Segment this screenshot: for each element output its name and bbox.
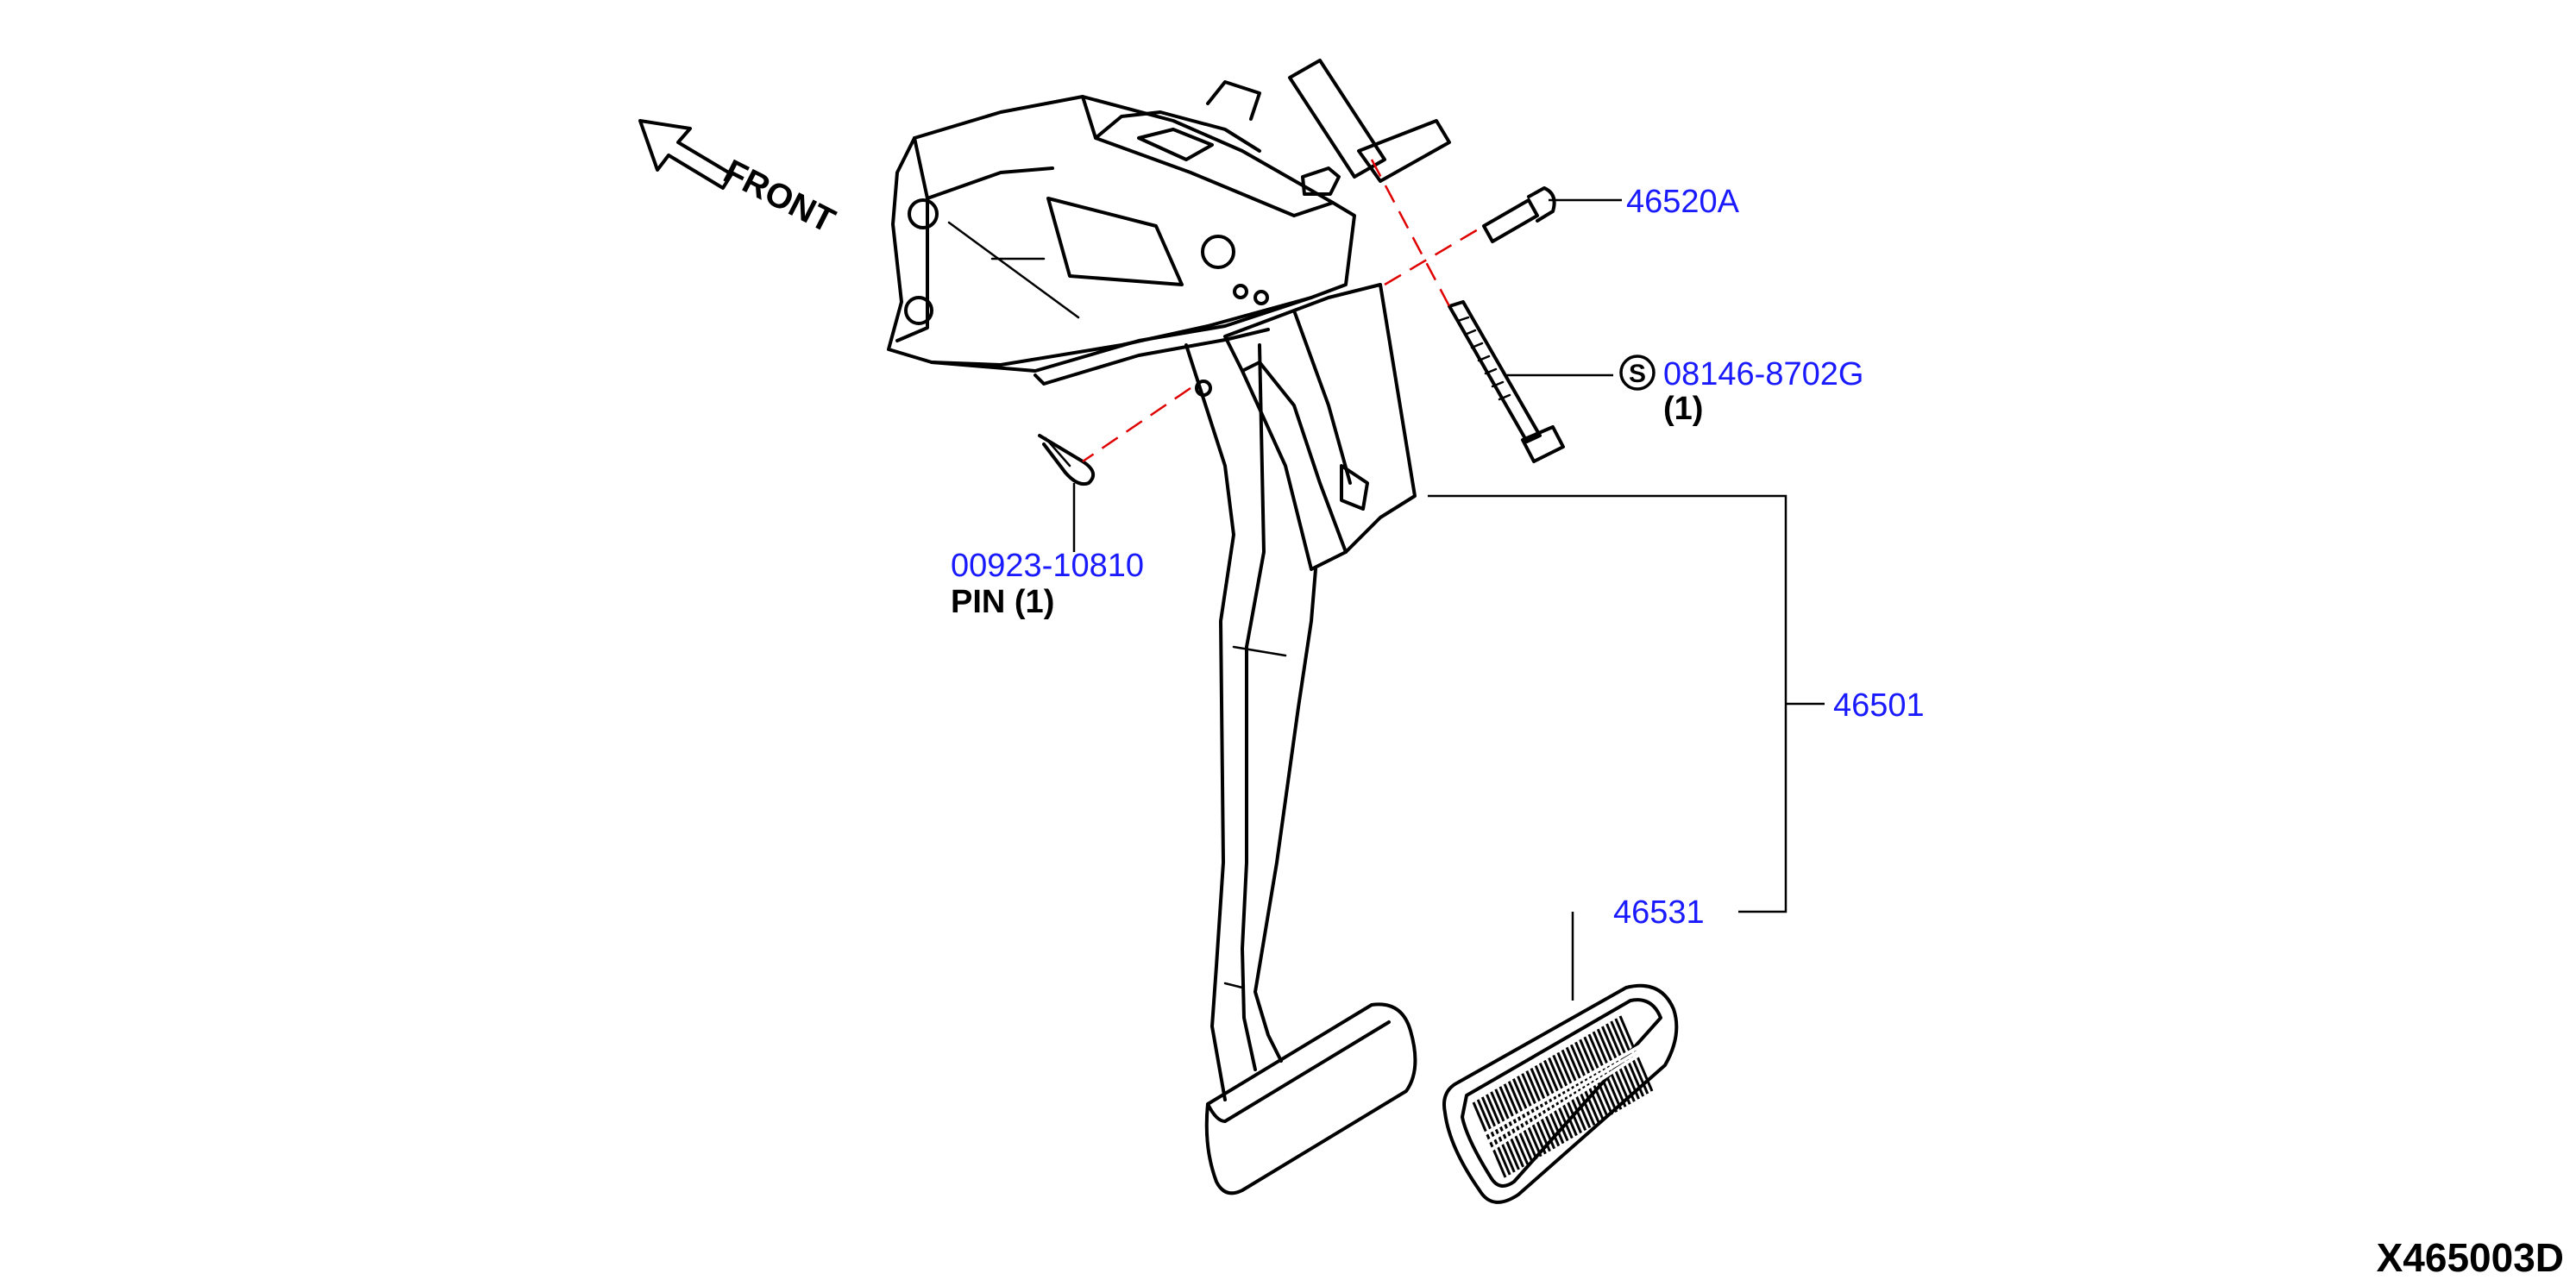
qty-08146-8702g: (1)	[1663, 391, 1703, 427]
pin-name-qty: PIN (1)	[951, 584, 1054, 620]
bolt-08146-icon	[1448, 300, 1565, 463]
pedal-arm	[1184, 283, 1417, 1101]
part-number-46520a[interactable]: 46520A	[1626, 184, 1740, 220]
pedal-upper-rod	[1288, 59, 1451, 183]
part-number-08146-8702g[interactable]: 08146-8702G	[1663, 356, 1863, 392]
pedal-pad-detached	[1442, 983, 1679, 1204]
front-label: FRONT	[718, 153, 841, 241]
part-number-00923-10810[interactable]: 00923-10810	[951, 548, 1144, 584]
leader-lines	[1072, 198, 1825, 1001]
supplier-mark-letter: S	[1629, 360, 1646, 388]
pedal-bracket	[887, 80, 1356, 386]
front-arrow-icon	[638, 119, 733, 190]
part-number-46501[interactable]: 46501	[1833, 687, 1925, 724]
pedal-pad-mounted	[1204, 1002, 1417, 1195]
supplier-mark-icon: S	[1619, 355, 1656, 391]
center-lines	[1082, 159, 1485, 463]
figure-code: X465003D	[2377, 1235, 2564, 1280]
bolt-46520a-icon	[1482, 186, 1556, 243]
clevis-pin-icon	[1038, 434, 1096, 486]
part-number-46531[interactable]: 46531	[1613, 894, 1705, 931]
